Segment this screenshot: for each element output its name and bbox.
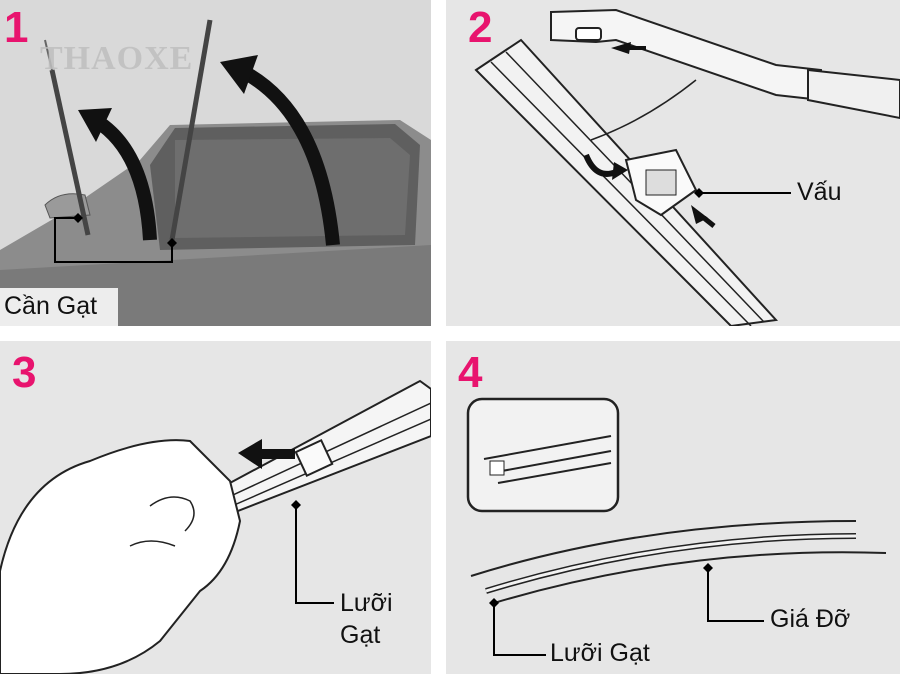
blade-and-support-illustration — [466, 397, 887, 656]
blade-label-line2: Gạt — [340, 621, 381, 649]
blade-label: Lưỡi Gạt — [550, 639, 650, 667]
step-number-4: 4 — [458, 348, 483, 397]
step-number-1: 1 — [4, 3, 29, 52]
panel-step-1: THAOXE 1 Cần Gạt — [0, 0, 431, 326]
arm-label-box — [0, 288, 118, 326]
panel-step-3: 3 Lưỡi Gạt — [0, 341, 431, 674]
tab-label: Vấu — [797, 178, 842, 206]
watermark-logo: THAOXE — [40, 40, 194, 77]
step-number-2: 2 — [468, 3, 493, 52]
blade-release-illustration — [474, 8, 900, 326]
blade-label-line1: Lưỡi — [340, 589, 393, 617]
panel-step-4: 4 Giá Đỡ Lưỡi Gạt — [446, 341, 900, 674]
wiper-arm-label: Cần Gạt — [4, 292, 98, 320]
step-number-3: 3 — [12, 348, 37, 397]
hand-pulling-blade-illustration — [0, 379, 431, 674]
support-label: Giá Đỡ — [770, 605, 851, 633]
car-windshield-illustration — [0, 19, 431, 326]
panel-step-2: 2 Vấu — [446, 0, 900, 326]
